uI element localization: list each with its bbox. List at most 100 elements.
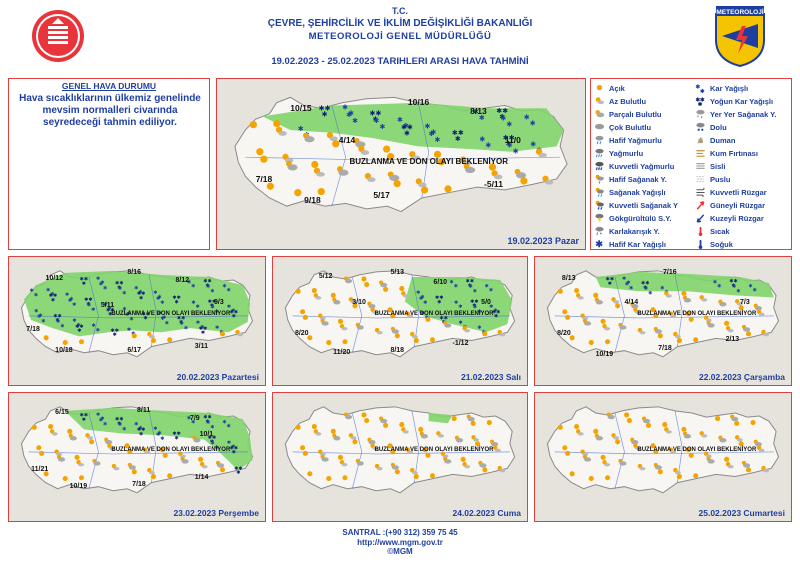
svg-text:✱: ✱ <box>215 325 219 331</box>
sun-icon <box>78 339 85 345</box>
svg-text:✱: ✱ <box>134 285 138 291</box>
sun-icon <box>724 320 730 326</box>
svg-text:✱: ✱ <box>420 294 424 300</box>
sun-icon <box>557 424 563 430</box>
sun-cloud-icon <box>493 445 501 452</box>
snow-icon: ✱✱ <box>46 287 55 297</box>
legend-label: Yer Yer Sağanak Y. <box>710 109 777 119</box>
svg-text:✱: ✱ <box>437 299 441 305</box>
svg-text:✱: ✱ <box>352 116 358 125</box>
sun-icon <box>657 469 663 475</box>
partly-cloudy-icon <box>718 435 727 443</box>
svg-text:✱: ✱ <box>473 305 477 311</box>
temperature-label: 5/13 <box>390 268 405 276</box>
region-border <box>674 274 683 347</box>
temperature-label: 8/20 <box>557 330 571 338</box>
land-area <box>284 406 516 494</box>
sun-icon <box>390 312 396 318</box>
sun-cloud-icon <box>471 435 480 442</box>
sun-icon <box>653 448 659 454</box>
sun-icon <box>604 475 611 481</box>
snow-icon: ✱✱ <box>622 276 631 286</box>
svg-text:✱: ✱ <box>77 322 81 328</box>
svg-text:✱: ✱ <box>138 426 142 432</box>
svg-text:✱: ✱ <box>643 285 647 291</box>
legend-label: Duman <box>710 135 736 145</box>
svg-text:✱: ✱ <box>157 430 161 436</box>
snow-icon: ✱✱ <box>118 286 127 296</box>
heavy-snow-icon: ✱✱✱ <box>230 309 239 319</box>
svg-text:✱: ✱ <box>215 309 219 315</box>
sun-cloud-icon <box>611 433 620 440</box>
temperature-label: -1/12 <box>452 340 469 348</box>
heavy-snow-icon: ✱✱✱ <box>172 295 181 305</box>
sun-icon <box>294 189 302 197</box>
temperature-label: 7/9 <box>189 415 200 423</box>
partly-cloudy-icon <box>56 454 66 462</box>
temperature-label: 8/16 <box>127 268 141 276</box>
cold-zone <box>428 412 453 424</box>
sun-cloud-icon <box>405 311 414 318</box>
svg-text:✱: ✱ <box>458 320 462 326</box>
svg-text:✱: ✱ <box>506 120 512 129</box>
svg-text:✱: ✱ <box>96 276 100 282</box>
heavy-snow-icon: ✱✱✱ <box>137 291 146 301</box>
svg-text:✱: ✱ <box>122 426 126 432</box>
svg-text:✱: ✱ <box>69 296 73 302</box>
meteoroloji-logo-icon: METEOROLOJİ <box>715 6 765 68</box>
map-date-caption: 21.02.2023 Salı <box>460 372 521 382</box>
sun-icon <box>750 420 756 426</box>
temperature-label: 8/12 <box>175 276 190 284</box>
sun-cloud-icon <box>602 459 611 467</box>
svg-text:✱: ✱ <box>100 280 104 286</box>
svg-text:✱: ✱ <box>227 304 231 310</box>
footer-url[interactable]: http://www.mgm.gov.tr <box>357 537 443 547</box>
sun-icon <box>249 121 257 129</box>
svg-text:✱: ✱ <box>489 304 493 310</box>
svg-text:*: * <box>600 232 602 236</box>
sun-cloud-icon <box>542 175 554 185</box>
map-date-caption: 23.02.2023 Perşembe <box>173 508 259 518</box>
svg-text:✱: ✱ <box>416 290 420 296</box>
sun-icon <box>557 288 563 294</box>
svg-text:✱: ✱ <box>397 115 403 124</box>
icing-warning-text: BUZLANMA VE DON OLAYI BEKLENİYOR <box>637 446 757 453</box>
svg-text:✱: ✱ <box>485 283 489 289</box>
heavy-snow-icon: ✱✱✱ <box>84 297 93 307</box>
heavy-snow-icon: ✱✱✱ <box>230 445 239 455</box>
sun-icon <box>600 454 606 460</box>
svg-text:✱: ✱ <box>230 309 234 315</box>
sun-icon <box>565 450 571 456</box>
legend-item: Puslu <box>695 173 730 185</box>
svg-text:✱: ✱ <box>374 116 380 125</box>
partly-cloudy-icon <box>68 433 77 441</box>
sun-icon <box>383 145 391 153</box>
sun-cloud-icon <box>410 467 418 475</box>
north-wind-icon <box>696 214 705 223</box>
partly-cloudy-icon <box>343 276 353 284</box>
temperature-label: 10/16 <box>407 97 430 108</box>
svg-text:✱: ✱ <box>107 306 111 312</box>
svg-text:✱: ✱ <box>117 421 121 427</box>
sun-cloud-icon <box>275 126 287 136</box>
svg-text:✱: ✱ <box>160 300 164 306</box>
heavy-snow-icon: ✱✱✱ <box>470 299 479 309</box>
footer-phone: SANTRAL :(+90 312) 359 75 45 <box>342 528 458 537</box>
legend-label: Kuzeyli Rüzgar <box>710 213 764 223</box>
temperature-label: 3/11 <box>194 342 208 350</box>
region-border <box>351 412 363 489</box>
sun-icon <box>422 447 428 453</box>
sun-cloud-icon <box>734 299 743 306</box>
svg-text:✱: ✱ <box>172 431 176 437</box>
temperature-label: 10/15 <box>290 102 312 113</box>
snow-icon: ✱✱ <box>30 288 39 298</box>
snow-icon: ✱✱ <box>180 321 189 331</box>
temperature-label: 5/17 <box>373 189 390 200</box>
snow-icon: ✱✱ <box>485 283 494 293</box>
snow-icon: ✱✱ <box>227 304 236 314</box>
snow-icon: ✱✱ <box>449 279 458 289</box>
sun-cloud-icon <box>282 153 294 163</box>
svg-text:✱: ✱ <box>424 122 430 131</box>
